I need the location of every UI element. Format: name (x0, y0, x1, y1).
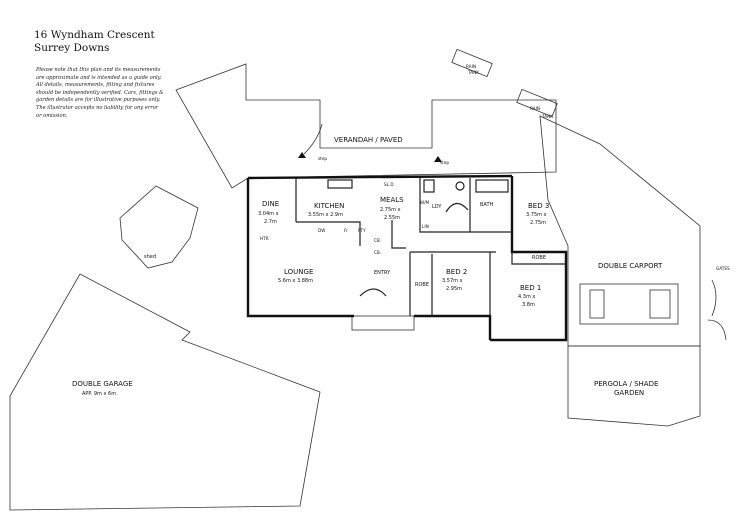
gates-label: GATES (716, 266, 730, 271)
bed2-size-a: 3.57m x (442, 278, 463, 284)
address-title: 16 Wyndham Crescent Surrey Downs (34, 29, 155, 55)
bath-tub (475, 179, 509, 193)
linen-label: LIN (422, 224, 429, 229)
parked-car (579, 283, 679, 325)
ldy-wall (419, 178, 470, 233)
verandah-label: VERANDAH / PAVED (334, 136, 403, 144)
entry-door-arc (359, 288, 387, 297)
east-wall (490, 176, 568, 342)
step-label-ldy: step (440, 160, 449, 165)
bed1-label: BED 1 (520, 284, 541, 292)
car-window (589, 289, 605, 319)
rain-tank-2 (516, 88, 558, 118)
cupboard-label-2: CB. (374, 250, 381, 255)
bed2-label: BED 2 (446, 268, 467, 276)
rain-tank-1 (451, 48, 493, 78)
north-wall (247, 174, 513, 180)
pergola-outline (567, 345, 701, 427)
pantry-label: PTY (358, 228, 366, 233)
lounge-label: LOUNGE (284, 268, 313, 276)
step-label-verandah: step (318, 156, 327, 161)
outdoor-outlines (9, 48, 727, 511)
meals-size-a: 2.75m x (380, 207, 401, 213)
bath-label: BATH (480, 202, 494, 208)
step-arrow-verandah (298, 152, 306, 158)
dishwasher-label: DW (318, 228, 325, 233)
disclaimer-text: Please note that this plan and its measu… (36, 67, 164, 119)
robe-label-bed2: ROBE (415, 282, 429, 288)
bath-door-arc (445, 202, 469, 213)
gate-swing-arc (711, 279, 717, 317)
kitchen-sink (327, 179, 353, 189)
gate-swing-arc-2 (707, 319, 727, 341)
address-line2: Surrey Downs (34, 42, 110, 54)
garage-outline (9, 273, 321, 511)
rain-tank-1-label-b: TANK (467, 70, 479, 75)
carport-outline (539, 115, 701, 347)
pergola-line1: PERGOLA / SHADE (594, 380, 658, 388)
dine-size-b: 2.7m (264, 219, 277, 225)
robe-wall (511, 252, 566, 265)
toilet (455, 181, 465, 191)
address-line1: 16 Wyndham Crescent (34, 29, 155, 41)
shed-outline (119, 185, 199, 269)
meals-size-b: 2.55m (384, 215, 400, 221)
washing-machine-label: W/M (420, 200, 430, 205)
dine-size-a: 3.04m x (258, 211, 279, 217)
front-porch (351, 315, 415, 331)
kitchen-bench (296, 221, 361, 246)
step-arrow-ldy (434, 156, 442, 162)
ldy-label: LDY (432, 204, 442, 210)
entry-label: ENTRY (374, 270, 391, 276)
heater-label: HTR (260, 236, 269, 241)
bath-wall (469, 178, 512, 233)
bed3-size-a: 3.75m x (526, 212, 547, 218)
dine-label: DINE (262, 200, 279, 208)
kitchen-label: KITCHEN (314, 202, 344, 210)
fridge-label: Fr (344, 228, 348, 233)
rain-tank-2-label-b: TANK (541, 114, 553, 119)
rain-tank-1-label-a: RAIN (466, 64, 476, 69)
lounge-size: 5.6m x 3.88m (278, 278, 313, 284)
south-wall (414, 314, 492, 340)
interior-walls (295, 178, 566, 316)
step-arrows (298, 152, 442, 162)
bed3-size-b: 2.75m (530, 220, 546, 226)
bed1-size-a: 4.3m x (518, 294, 535, 300)
garage-size: APP. 9m x 6m (82, 391, 116, 397)
shed-label: shed (144, 254, 156, 260)
bed1-size-b: 3.8m (522, 302, 535, 308)
kitchen-size: 3.55m x 2.9m (308, 212, 343, 218)
sliding-door-label: SL.D (384, 182, 394, 187)
meals-wall (391, 220, 406, 249)
meals-label: MEALS (380, 196, 404, 204)
cupboard-label-1: CB. (374, 238, 381, 243)
pergola-line2: GARDEN (614, 389, 644, 397)
bed3-label: BED 3 (528, 202, 549, 210)
bed2-size-b: 2.95m (446, 286, 462, 292)
carport-label: DOUBLE CARPORT (598, 262, 663, 270)
rain-tank-2-label-a: RAIN (530, 106, 540, 111)
car-bonnet (649, 289, 671, 319)
laundry-tub (423, 179, 435, 193)
verandah-step-arc (303, 123, 323, 155)
robe-label-bed1: ROBE (532, 255, 546, 261)
west-wall (246, 178, 354, 318)
garage-label: DOUBLE GARAGE (72, 380, 133, 388)
side-boundary-outline (175, 63, 557, 189)
